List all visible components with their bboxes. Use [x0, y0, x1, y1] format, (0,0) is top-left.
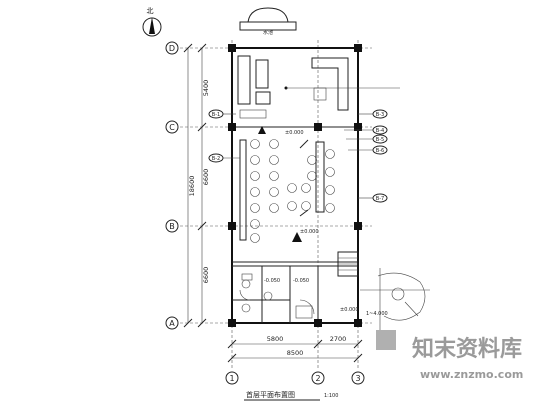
dim-left-1: 5400 — [202, 80, 210, 97]
site-context: 1~4.000 — [360, 268, 430, 330]
drawing-title: 首层平面布置图 1:100 — [244, 390, 338, 401]
plan-title: 首层平面布置图 — [246, 390, 295, 399]
marker-right-1: B-3 — [376, 112, 384, 118]
level-upper: ±0.000 — [300, 229, 319, 235]
axis-col-1: 1 — [229, 374, 234, 383]
marker-right-2: B-4 — [376, 128, 384, 134]
watermark-logo-icon — [376, 330, 396, 350]
axis-col-2: 2 — [315, 374, 320, 383]
north-label: 北 — [147, 7, 154, 15]
axis-col-3: 3 — [355, 374, 360, 383]
dim-bottom-2: 2700 — [330, 335, 347, 343]
structural-columns — [228, 44, 362, 327]
plan-scale: 1:100 — [324, 393, 338, 399]
level-lower-left: -0.050 — [264, 278, 280, 284]
level-marks: ±0.000 ±0.000 -0.050 -0.050 ±0.000 — [264, 130, 359, 313]
upper-room-furniture — [237, 55, 400, 119]
level-lower-mid: -0.050 — [293, 278, 309, 284]
axis-row-b: B — [169, 222, 175, 231]
dim-left-total: 18600 — [188, 176, 196, 197]
level-main: ±0.000 — [285, 130, 304, 136]
index-markers: B-1 B-2 B-3 B-4 B-5 B-6 B-7 — [208, 109, 388, 203]
bottom-dimensions: 5800 2700 8500 — [227, 335, 363, 363]
marker-left-2: B-2 — [212, 156, 220, 162]
north-arrow: 北 — [142, 7, 162, 37]
dim-bottom-total: 8500 — [287, 349, 304, 357]
watermark-cn: 知末资料库 — [412, 336, 522, 362]
marker-right-3: B-5 — [376, 137, 384, 143]
watermark: 知末资料库 www.znzmo.com — [376, 330, 523, 381]
dim-bottom-1: 5800 — [267, 335, 284, 343]
top-feature-label: 水池 — [263, 29, 273, 36]
hall-seating — [239, 126, 335, 243]
left-dimensions: 5400 6600 6600 18600 — [183, 43, 210, 328]
building-walls — [231, 47, 359, 324]
row-axis-bubbles: D C B A — [165, 41, 179, 330]
dim-left-3: 6600 — [202, 267, 210, 284]
watermark-url: www.znzmo.com — [420, 368, 523, 381]
axis-row-c: C — [169, 123, 175, 132]
axis-row-d: D — [169, 44, 175, 53]
column-axis-bubbles: 1 2 3 — [225, 371, 365, 385]
marker-right-4: B-6 — [376, 148, 384, 154]
top-feature: 水池 — [239, 7, 297, 36]
marker-left-1: B-1 — [212, 112, 220, 118]
dim-left-2: 6600 — [202, 169, 210, 186]
marker-right-5: B-7 — [376, 196, 384, 202]
service-rooms — [241, 273, 313, 319]
level-lower-right: ±0.000 — [340, 307, 359, 313]
axis-row-a: A — [169, 319, 175, 328]
right-elevation-label: 1~4.000 — [366, 311, 388, 317]
